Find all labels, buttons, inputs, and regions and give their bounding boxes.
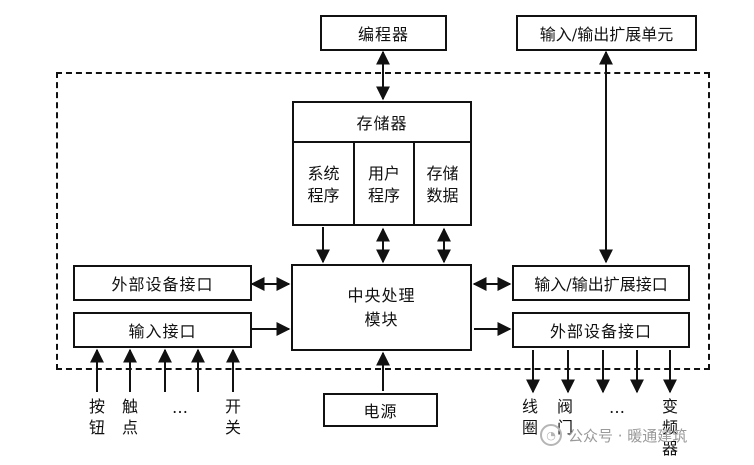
label-char: 点 (121, 418, 138, 437)
power-box: 电源 (323, 393, 438, 427)
io-expansion-interface-box: 输入/输出扩展接口 (512, 265, 690, 301)
watermark-text: 公众号 · 暖通建筑 (568, 426, 688, 445)
label-char: 阀 (556, 397, 573, 416)
label-char: 器 (661, 439, 678, 458)
memory-box: 存储器 系统 程序 用户 程序 存储 数据 (292, 101, 472, 226)
label-char: 钮 (88, 418, 105, 437)
label-char: 线 (521, 397, 538, 416)
input-interface-label: 输入接口 (128, 322, 197, 341)
memory-cell-user-program: 用户 程序 (353, 143, 413, 226)
input-label-switch: 开 关 (222, 396, 244, 438)
label-char: 触 (121, 397, 138, 416)
memory-cell-text: 用户 (367, 163, 400, 183)
memory-cell-system-program: 系统 程序 (294, 143, 353, 226)
io-expansion-interface-label: 输入/输出扩展接口 (534, 275, 668, 294)
programmer-box: 编程器 (320, 15, 447, 51)
label-char: 关 (224, 418, 241, 437)
memory-cell-data: 存储 数据 (413, 143, 470, 226)
wechat-icon: ◔ (540, 424, 562, 446)
label-char: 开 (224, 397, 241, 416)
external-interface-left-label: 外部设备接口 (111, 275, 214, 294)
input-interface-box: 输入接口 (73, 312, 252, 348)
memory-cell-text: 程序 (307, 185, 340, 205)
external-interface-left-box: 外部设备接口 (73, 265, 252, 301)
io-expansion-unit-label: 输入/输出扩展单元 (539, 25, 674, 44)
input-ellipsis: … (172, 398, 190, 417)
watermark: ◔ 公众号 · 暖通建筑 (540, 424, 687, 446)
label-char: 变 (661, 397, 678, 416)
output-ellipsis: … (609, 398, 627, 417)
external-interface-right-box: 外部设备接口 (512, 312, 690, 348)
power-label: 电源 (363, 402, 398, 421)
external-interface-right-label: 外部设备接口 (549, 322, 652, 341)
input-label-button: 按 钮 (86, 396, 108, 438)
cpu-box: 中央处理 模块 (291, 264, 472, 351)
memory-cell-text: 程序 (367, 185, 400, 205)
label-char: 按 (88, 397, 105, 416)
memory-title: 存储器 (294, 103, 470, 143)
cpu-label-line1: 中央处理 (347, 285, 416, 305)
label-char: 圈 (521, 418, 538, 437)
label-char: 频 (661, 418, 678, 437)
memory-cell-text: 数据 (426, 185, 459, 205)
memory-cell-text: 系统 (307, 163, 340, 183)
input-label-contact: 触 点 (119, 396, 141, 438)
cpu-label-line2: 模块 (364, 309, 399, 329)
io-expansion-unit-box: 输入/输出扩展单元 (516, 15, 697, 51)
memory-cell-text: 存储 (426, 163, 459, 183)
output-label-inverter: 变 频 器 (659, 396, 681, 459)
programmer-label: 编程器 (357, 25, 409, 44)
output-label-coil: 线 圈 (519, 396, 541, 438)
